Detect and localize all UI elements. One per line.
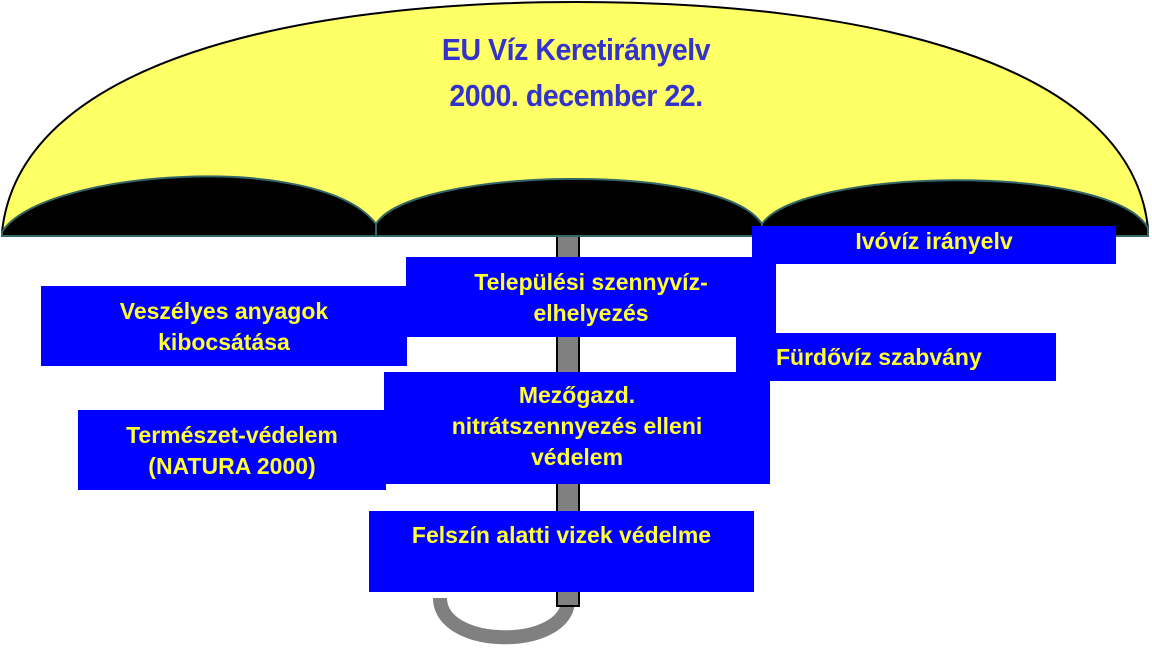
canopy-scallop-middle [375,178,763,237]
box-nitrat-line: védelem [530,444,624,470]
box-felszin: Felszín alatti vizek védelme [369,511,754,592]
box-nitrat-line: nitrátszennyezés elleni [451,413,703,439]
diagram-title: EU Víz Keretirányelv [441,32,711,67]
box-nitrat: Mezőgazd. nitrátszennyezés elleni védele… [384,372,770,484]
box-furdoviz-line: Fürdővíz szabvány [776,344,982,370]
umbrella-handle [433,590,575,645]
box-veszelyes-line: kibocsátása [158,329,290,355]
box-szennyviz-line: Települési szennyvíz- [474,269,708,295]
box-nitrat-line: Mezőgazd. [518,382,636,408]
box-termeszet: Természet-védelem (NATURA 2000) [78,410,386,490]
box-veszelyes-line: Veszélyes anyagok [119,298,329,324]
box-felszin-line: Felszín alatti vizek védelme [411,522,712,548]
diagram-date: 2000. december 22. [449,78,703,113]
box-furdoviz: Fürdővíz szabvány [736,333,1056,381]
box-veszelyes: Veszélyes anyagok kibocsátása [41,286,407,366]
box-ivoviz: Ivóvíz irányelv [752,226,1116,264]
box-termeszet-line: Természet-védelem [126,422,338,448]
box-szennyviz: Települési szennyvíz- elhelyezés [406,257,776,337]
canopy-scallop-left [1,175,377,237]
box-szennyviz-line: elhelyezés [533,300,649,326]
umbrella-canopy [0,0,1150,234]
box-termeszet-line: (NATURA 2000) [148,453,316,479]
box-ivoviz-line: Ivóvíz irányelv [855,228,1013,254]
canopy-scallop-right [761,179,1149,237]
